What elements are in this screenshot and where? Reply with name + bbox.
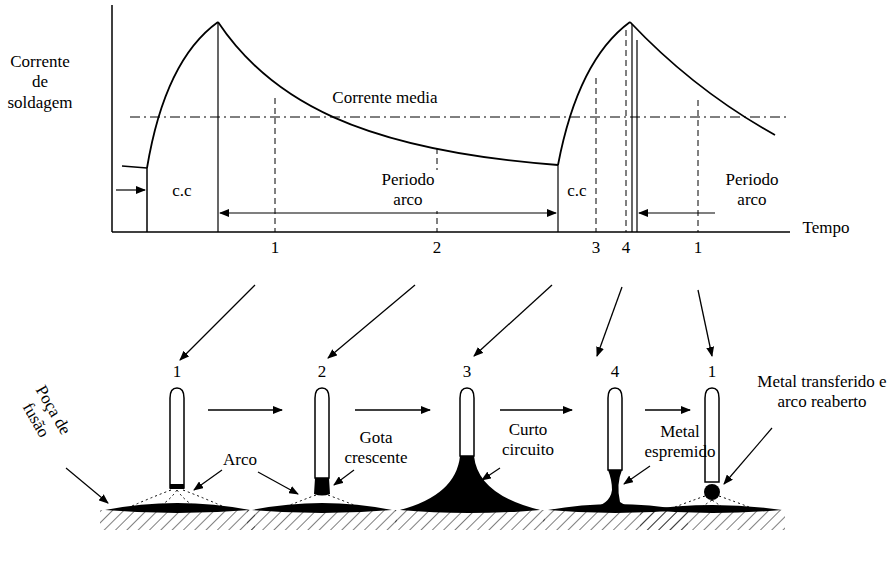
part-label: Metal transferido e arco reaberto bbox=[754, 372, 890, 413]
mean-label: Corrente media bbox=[320, 88, 450, 108]
callout-number: 1 bbox=[688, 238, 708, 258]
part-label: Poça de fusão bbox=[7, 371, 81, 459]
callout-number: 2 bbox=[427, 238, 447, 258]
period-label: c.c bbox=[560, 181, 594, 201]
part-label: Metal espremido bbox=[638, 422, 722, 463]
period-label: Periodo arco bbox=[720, 170, 784, 211]
part-label: Arco bbox=[216, 450, 264, 470]
period-label: c.c bbox=[165, 181, 199, 201]
axis-title: Corrente de soldagem bbox=[4, 52, 76, 113]
axis-title: Tempo bbox=[796, 218, 856, 238]
part-label: Gota crescente bbox=[338, 428, 414, 469]
callout-number: 2 bbox=[312, 362, 332, 382]
callout-number: 4 bbox=[605, 362, 625, 382]
callout-number: 1 bbox=[265, 238, 285, 258]
callout-number: 4 bbox=[616, 238, 636, 258]
callout-number: 1 bbox=[702, 362, 722, 382]
callout-number: 1 bbox=[167, 362, 187, 382]
part-label: Curto circuito bbox=[497, 420, 559, 461]
callout-number: 3 bbox=[586, 238, 606, 258]
callout-number: 3 bbox=[457, 362, 477, 382]
period-label: Periodo arco bbox=[376, 170, 440, 211]
